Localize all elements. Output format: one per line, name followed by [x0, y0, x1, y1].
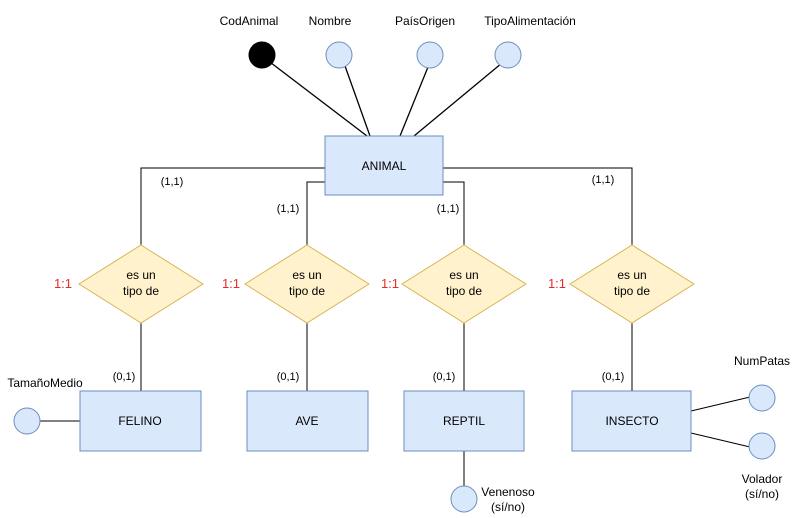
attribute-venenoso	[450, 485, 478, 513]
attr-label-tamanomedio: TamañoMedio	[7, 376, 83, 390]
card-parent-insecto: (1,1)	[592, 174, 615, 186]
card-parent-reptil: (1,1)	[437, 203, 460, 215]
card-parent-felino: (1,1)	[161, 176, 184, 188]
entity-felino	[79, 390, 202, 452]
attr-label-codanimal: CodAnimal	[220, 14, 279, 28]
card-child-insecto: (0,1)	[602, 371, 625, 383]
relation-felino	[78, 244, 204, 324]
entity-insecto	[571, 390, 692, 452]
ratio-reptil: 1:1	[381, 276, 399, 291]
ratio-insecto: 1:1	[548, 276, 566, 291]
entity-label-insecto: INSECTO	[605, 414, 658, 428]
line-codanimal	[261, 55, 368, 137]
ratio-ave: 1:1	[222, 276, 240, 291]
relation-felino-line1: es un	[126, 268, 155, 282]
card-child-felino: (0,1)	[113, 371, 136, 383]
relation-reptil-line1: es un	[449, 268, 478, 282]
attribute-nombre	[325, 41, 353, 69]
line-animal-reptil-rel	[443, 181, 465, 245]
relation-felino-line2: tipo de	[123, 284, 159, 298]
ratio-felino: 1:1	[54, 276, 72, 291]
card-child-ave: (0,1)	[277, 371, 300, 383]
relation-ave-line2: tipo de	[289, 284, 325, 298]
relation-insecto	[569, 244, 695, 324]
key-attribute-codanimal	[248, 41, 276, 69]
attr-label-volador: Volador	[742, 472, 783, 486]
card-parent-ave: (1,1)	[277, 203, 300, 215]
line-tipoalimentacion	[413, 62, 503, 137]
line-volador	[690, 432, 751, 448]
line-animal-ave-rel	[306, 181, 325, 245]
line-paisorigen	[399, 66, 429, 137]
attr-label-venenoso: Venenoso	[481, 485, 535, 499]
relation-ave-line1: es un	[292, 268, 321, 282]
relation-ave	[244, 244, 370, 324]
relation-reptil-line2: tipo de	[446, 284, 482, 298]
relation-reptil	[401, 244, 527, 324]
connector-lines	[40, 55, 751, 487]
attribute-tamanomedio	[13, 407, 41, 435]
entity-reptil	[403, 390, 525, 452]
attribute-tipoalimentacion	[494, 41, 522, 69]
line-animal-insecto-rel	[443, 167, 633, 245]
attribute-volador	[748, 432, 776, 460]
entity-label-reptil: REPTIL	[443, 414, 485, 428]
relation-insecto-line2: tipo de	[614, 284, 650, 298]
entity-label-animal: ANIMAL	[362, 159, 407, 173]
line-animal-felino-rel	[140, 167, 325, 245]
entity-label-ave: AVE	[295, 414, 318, 428]
attr-label-numpatas: NumPatas	[734, 354, 790, 368]
relation-insecto-line1: es un	[617, 268, 646, 282]
attr-label-volador-2: (sí/no)	[745, 487, 779, 501]
line-numpatas	[690, 396, 751, 412]
attr-label-paisorigen: PaísOrigen	[395, 14, 455, 28]
attribute-paisorigen	[416, 41, 444, 69]
entity-label-felino: FELINO	[118, 414, 161, 428]
card-child-reptil: (0,1)	[433, 371, 456, 383]
attr-label-venenoso-2: (sí/no)	[491, 500, 525, 514]
entity-animal	[324, 135, 444, 196]
attr-label-tipoalimentacion: TipoAlimentación	[484, 14, 576, 28]
attr-label-nombre: Nombre	[309, 14, 352, 28]
attribute-numpatas	[748, 384, 776, 412]
entity-ave	[246, 390, 369, 452]
line-nombre	[344, 65, 371, 137]
